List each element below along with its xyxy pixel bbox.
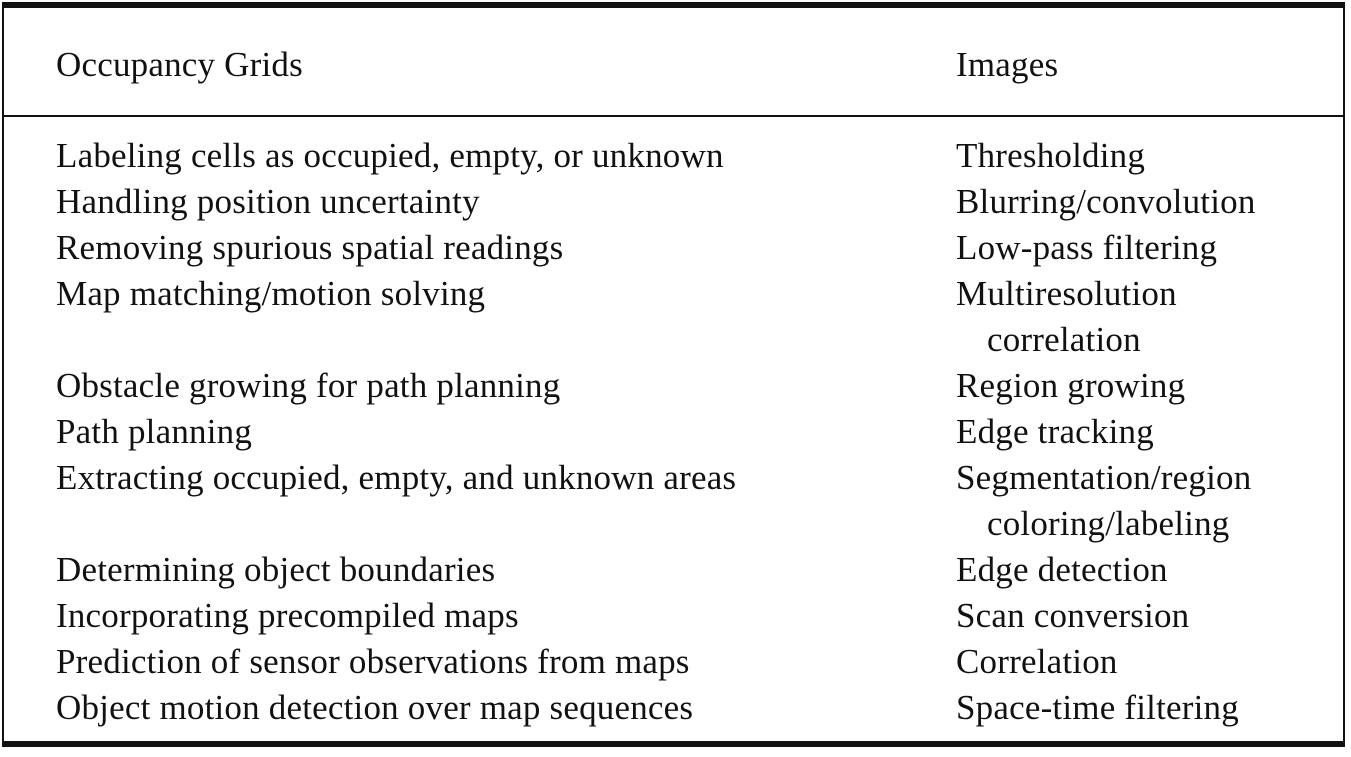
- header-images: Images: [956, 45, 1059, 84]
- table-cell-left: Labeling cells as occupied, empty, or un…: [56, 136, 724, 175]
- header-occupancy-grids: Occupancy Grids: [56, 45, 303, 84]
- table-cell-right: Thresholding: [956, 136, 1146, 175]
- table-cell-right: Multiresolution: [956, 274, 1177, 313]
- table-cell-left: Prediction of sensor observations from m…: [56, 642, 690, 681]
- table-cell-right-continuation: correlation: [987, 320, 1141, 359]
- table-cell-left: Incorporating precompiled maps: [56, 596, 519, 635]
- table-cell-left: Determining object boundaries: [56, 550, 496, 589]
- table-cell-right: Correlation: [956, 642, 1118, 681]
- table-cell-left: Removing spurious spatial readings: [56, 228, 564, 267]
- header-divider: [4, 115, 1343, 117]
- table-cell-right: Region growing: [956, 366, 1186, 405]
- comparison-table: Occupancy Grids Images Labeling cells as…: [2, 2, 1345, 747]
- table-cell-left: Object motion detection over map sequenc…: [56, 688, 694, 727]
- table-cell-left: Extracting occupied, empty, and unknown …: [56, 458, 737, 497]
- table-cell-right: Space-time filtering: [956, 688, 1239, 727]
- table-cell-right-continuation: coloring/labeling: [987, 504, 1230, 543]
- table-cell-left: Map matching/motion solving: [56, 274, 486, 313]
- table-cell-right: Blurring/convolution: [956, 182, 1256, 221]
- table-cell-right: Segmentation/region: [956, 458, 1252, 497]
- table-cell-left: Handling position uncertainty: [56, 182, 480, 221]
- table-cell-right: Edge tracking: [956, 412, 1154, 451]
- table-cell-right: Edge detection: [956, 550, 1168, 589]
- table-cell-left: Path planning: [56, 412, 253, 451]
- table-cell-right: Low-pass filtering: [956, 228, 1218, 267]
- table-cell-right: Scan conversion: [956, 596, 1190, 635]
- table-cell-left: Obstacle growing for path planning: [56, 366, 561, 405]
